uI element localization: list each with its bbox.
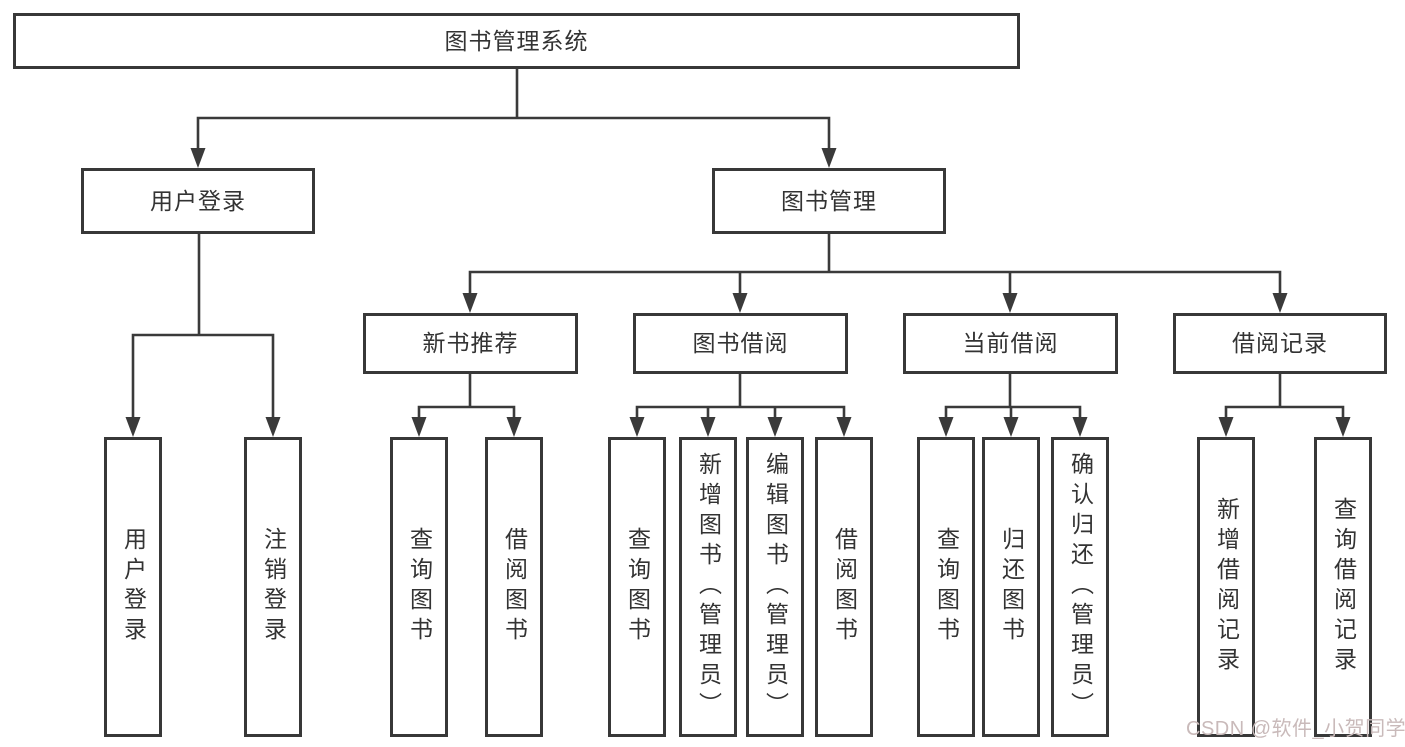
leaf-rec-query-books-label: 查询图书 (406, 527, 433, 647)
leaf-bb-add-books-admin-label: 新增图书（管理员） (695, 452, 722, 722)
leaf-rec-borrow-books-label: 借阅图书 (501, 527, 528, 647)
leaf-bb-edit-books-admin: 编辑图书（管理员） (746, 437, 804, 737)
node-user-login-label: 用户登录 (150, 187, 246, 214)
node-book-borrow: 图书借阅 (633, 313, 848, 374)
node-current-borrow: 当前借阅 (903, 313, 1118, 374)
node-book-borrow-label: 图书借阅 (692, 330, 789, 356)
node-root: 图书管理系统 (13, 13, 1020, 69)
leaf-cur-confirm-return-admin: 确认归还（管理员） (1051, 437, 1109, 737)
leaf-logout-label: 注销登录 (260, 527, 287, 647)
node-book-mgmt-label: 图书管理 (781, 187, 877, 214)
connector-borrow-records-to-leaves (1218, 374, 1351, 437)
leaf-bb-borrow-books: 借阅图书 (815, 437, 873, 737)
connector-current-borrow-to-leaves (938, 374, 1088, 437)
leaf-logout: 注销登录 (244, 437, 302, 737)
leaf-records-add: 新增借阅记录 (1197, 437, 1255, 737)
connector-book-borrow-to-leaves (629, 374, 852, 437)
leaf-bb-add-books-admin: 新增图书（管理员） (679, 437, 737, 737)
node-user-login: 用户登录 (81, 168, 315, 234)
node-new-book-rec: 新书推荐 (363, 313, 578, 374)
leaf-bb-edit-books-admin-label: 编辑图书（管理员） (762, 452, 789, 722)
connector-user-login-to-leaves (125, 234, 281, 437)
node-current-borrow-label: 当前借阅 (962, 330, 1059, 356)
node-root-label: 图书管理系统 (444, 27, 589, 54)
node-borrow-records-label: 借阅记录 (1232, 330, 1328, 356)
leaf-bb-borrow-books-label: 借阅图书 (831, 527, 858, 647)
leaf-records-query-label: 查询借阅记录 (1330, 497, 1357, 677)
connector-root-to-level2 (190, 69, 837, 168)
leaf-cur-query-books-label: 查询图书 (933, 527, 960, 647)
node-new-book-rec-label: 新书推荐 (422, 330, 519, 356)
leaf-bb-query-books: 查询图书 (608, 437, 666, 737)
connector-new-book-rec-to-leaves (411, 374, 522, 437)
csdn-watermark: CSDN @软件_小贺同学 (1186, 718, 1405, 740)
leaf-bb-query-books-label: 查询图书 (624, 527, 651, 647)
leaf-cur-query-books: 查询图书 (917, 437, 975, 737)
node-borrow-records: 借阅记录 (1173, 313, 1387, 374)
leaf-cur-return-books: 归还图书 (982, 437, 1040, 737)
node-book-mgmt: 图书管理 (712, 168, 946, 234)
leaf-rec-borrow-books: 借阅图书 (485, 437, 543, 737)
leaf-user-login-label: 用户登录 (120, 527, 147, 647)
connector-book-mgmt-to-level3 (462, 234, 1288, 313)
leaf-records-query: 查询借阅记录 (1314, 437, 1372, 737)
leaf-cur-return-books-label: 归还图书 (998, 527, 1025, 647)
leaf-cur-confirm-return-admin-label: 确认归还（管理员） (1067, 452, 1094, 722)
leaf-records-add-label: 新增借阅记录 (1213, 497, 1240, 677)
leaf-rec-query-books: 查询图书 (390, 437, 448, 737)
leaf-user-login: 用户登录 (104, 437, 162, 737)
